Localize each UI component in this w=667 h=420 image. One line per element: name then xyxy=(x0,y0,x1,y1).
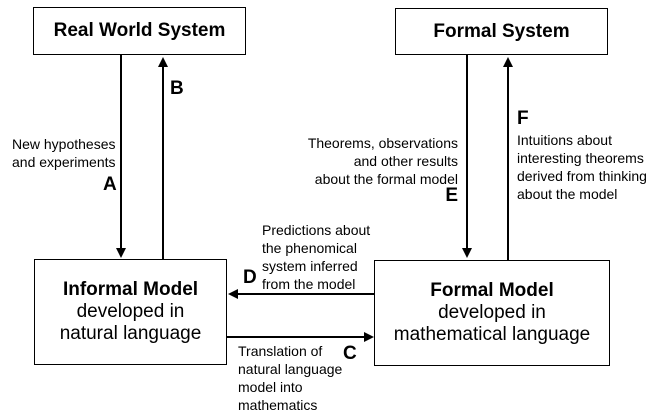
box-formal-system-title: Formal System xyxy=(433,20,570,42)
arrow-a-label: A xyxy=(103,174,117,195)
arrow-d-arrowhead-left-icon xyxy=(228,289,238,299)
arrow-e-arrowhead-down-icon xyxy=(462,248,472,258)
box-real-world-system-title: Real World System xyxy=(53,20,226,41)
arrow-d-shaft xyxy=(238,293,374,295)
arrow-c-label: C xyxy=(343,343,357,364)
arrow-e-shaft xyxy=(466,55,468,248)
box-formal-model-line3: mathematical language xyxy=(393,324,591,345)
arrow-c-arrowhead-right-icon xyxy=(364,332,374,342)
box-formal-system: Formal System xyxy=(395,8,608,55)
arrow-a-arrowhead-down-icon xyxy=(116,248,126,258)
box-informal-model-line2: developed in xyxy=(76,301,185,322)
box-informal-model: Informal Model developed in natural lang… xyxy=(34,259,227,365)
box-informal-model-title: Informal Model xyxy=(62,279,199,300)
arrow-b-label: B xyxy=(170,78,184,99)
arrow-f-shaft xyxy=(507,67,509,260)
arrow-d-annotation: Predictions about the phenomical system … xyxy=(262,222,371,292)
arrow-d-label: D xyxy=(243,267,257,288)
arrow-f-annotation: Intuitions about interesting theorems de… xyxy=(517,132,647,202)
arrow-c-shaft xyxy=(227,336,364,338)
arrow-a-annotation: New hypotheses and experiments xyxy=(12,136,116,170)
arrow-a-shaft xyxy=(120,55,122,248)
arrow-c-annotation: Translation of natural language model in… xyxy=(238,343,343,413)
arrow-b-arrowhead-up-icon xyxy=(158,57,168,67)
arrow-e-annotation: Theorems, observations and other results… xyxy=(307,135,458,187)
arrow-b-shaft xyxy=(162,67,164,259)
arrow-e-label: E xyxy=(445,185,458,206)
arrow-f-label: F xyxy=(517,108,529,129)
box-formal-model: Formal Model developed in mathematical l… xyxy=(374,260,610,366)
box-real-world-system: Real World System xyxy=(33,7,246,55)
box-formal-model-line2: developed in xyxy=(438,302,546,323)
box-formal-model-title: Formal Model xyxy=(430,280,554,301)
box-informal-model-line3: natural language xyxy=(59,323,202,344)
arrow-f-arrowhead-up-icon xyxy=(503,57,513,67)
